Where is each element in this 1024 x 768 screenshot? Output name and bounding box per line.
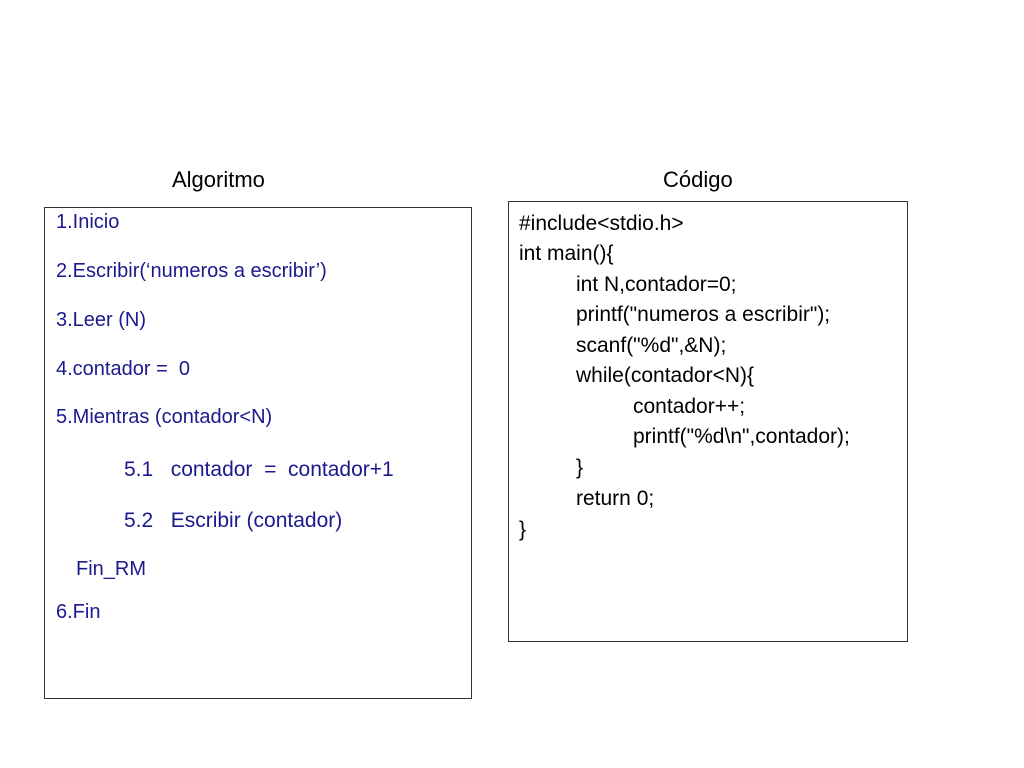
code-line: printf("%d\n",contador); [633, 425, 850, 448]
code-line: int N,contador=0; [576, 273, 737, 296]
algorithm-line: Fin_RM [76, 558, 147, 580]
algorithm-line: 4.contador = 0 [56, 358, 190, 380]
code-line: scanf("%d",&N); [576, 334, 727, 357]
algorithm-box: 1.Inicio 2.Escribir(‘numeros a escribir’… [44, 207, 472, 699]
code-line: } [576, 456, 584, 479]
code-line: while(contador<N){ [576, 364, 755, 387]
code-line: #include<stdio.h> [519, 212, 684, 235]
code-line: contador++; [633, 395, 746, 418]
algorithm-line: 3.Leer (N) [56, 309, 147, 331]
algorithm-line: 5.2 Escribir (contador) [124, 509, 343, 532]
algorithm-line: 1.Inicio [56, 211, 120, 233]
algorithm-line: 2.Escribir(‘numeros a escribir’) [56, 260, 327, 282]
code-line: printf("numeros a escribir"); [576, 303, 831, 326]
code-box: #include<stdio.h> int main(){ int N,cont… [508, 201, 908, 642]
code-heading: Código [663, 167, 733, 192]
algorithm-line: 5.Mientras (contador<N) [56, 406, 273, 428]
code-line: return 0; [576, 487, 655, 510]
algorithm-line: 5.1 contador = contador+1 [124, 458, 394, 481]
algorithm-heading: Algoritmo [172, 167, 265, 192]
code-line: int main(){ [519, 242, 614, 265]
code-line: } [519, 518, 527, 541]
algorithm-line: 6.Fin [56, 601, 101, 623]
